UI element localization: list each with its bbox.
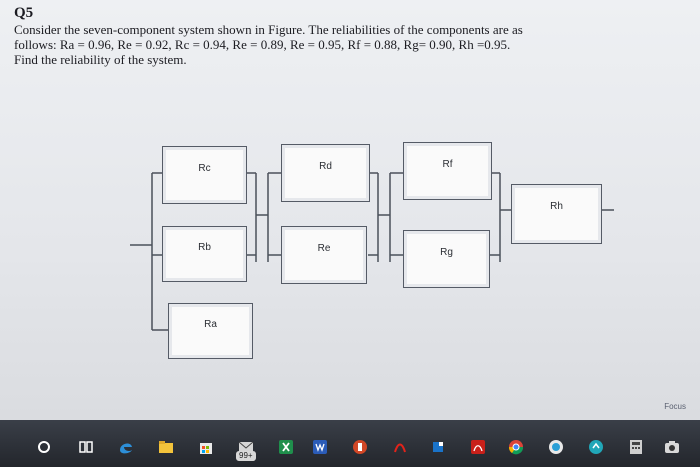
mail-badge: 99+ [236, 451, 256, 461]
edge-icon[interactable] [118, 439, 134, 455]
question-line-2: follows: Ra = 0.96, Re = 0.92, Rc = 0.94… [14, 37, 511, 52]
component-re: Re [281, 226, 367, 284]
component-label-rb: Rb [198, 242, 211, 254]
word-icon[interactable] [312, 439, 328, 455]
component-label-ra: Ra [204, 319, 217, 331]
focus-assist-label[interactable]: Focus [664, 402, 686, 411]
mail-icon[interactable] [238, 439, 254, 455]
excel-icon[interactable] [278, 439, 294, 455]
component-label-re: Re [317, 242, 331, 254]
question-number: Q5 [14, 5, 34, 21]
component-label-rc: Rc [198, 162, 211, 174]
component-rd: Rd [281, 144, 370, 202]
component-ra: Ra [168, 303, 253, 359]
calculator-icon[interactable] [628, 439, 644, 455]
file-explorer-icon[interactable] [158, 439, 174, 455]
component-rg: Rg [403, 230, 490, 288]
component-label-rf: Rf [442, 158, 453, 170]
component-rf: Rf [403, 142, 492, 200]
component-label-rg: Rg [440, 246, 453, 258]
component-label-rh: Rh [550, 201, 563, 213]
acrobat-reader-icon[interactable] [470, 439, 486, 455]
app-icon[interactable] [548, 439, 564, 455]
camera-icon[interactable] [664, 439, 680, 455]
search-icon[interactable] [36, 439, 52, 455]
taskbar: Focus 99+ [0, 402, 700, 467]
app-icon[interactable] [430, 439, 446, 455]
app-icon[interactable] [588, 439, 604, 455]
question-line-1: Consider the seven-component system show… [14, 22, 523, 37]
store-icon[interactable] [198, 439, 214, 455]
task-view-icon[interactable] [78, 439, 94, 455]
component-rb: Rb [162, 226, 247, 282]
chrome-icon[interactable] [508, 439, 524, 455]
acrobat-icon[interactable] [392, 439, 408, 455]
component-rc: Rc [162, 146, 247, 204]
reliability-diagram: Rc Rb Ra Rd Re Rf Rg Rh [130, 142, 614, 359]
question-block: Q5 Consider the seven-component system s… [14, 4, 674, 67]
question-line-3: Find the reliability of the system. [14, 52, 187, 67]
component-label-rd: Rd [319, 160, 332, 172]
diagram-connectors [130, 172, 614, 331]
screen: Q5 Consider the seven-component system s… [0, 0, 700, 420]
component-rh: Rh [511, 184, 602, 244]
powerpoint-icon[interactable] [352, 439, 368, 455]
